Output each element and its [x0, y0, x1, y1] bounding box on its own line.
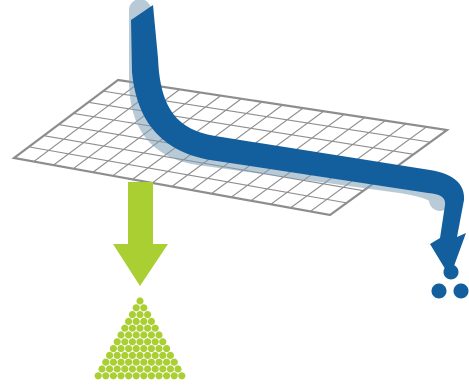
particle-cluster-icon [432, 265, 469, 299]
small-particle [106, 365, 113, 372]
small-particle [140, 318, 147, 325]
small-particle [140, 372, 147, 379]
small-particle [144, 311, 151, 318]
small-particle [140, 304, 147, 311]
small-particle [155, 331, 162, 338]
small-particle [117, 345, 124, 352]
small-particle [167, 365, 174, 372]
small-particle [125, 345, 132, 352]
small-particle [174, 365, 181, 372]
small-particle [144, 352, 151, 359]
small-particle [133, 345, 140, 352]
small-particle [136, 297, 143, 304]
small-particle [155, 372, 162, 379]
small-particle [155, 359, 162, 366]
small-particle [136, 311, 143, 318]
small-particle [163, 359, 170, 366]
small-particle [114, 352, 121, 359]
small-particle [133, 359, 140, 366]
small-particle [136, 352, 143, 359]
small-particle [129, 352, 136, 359]
small-particle [133, 372, 140, 379]
small-particle [159, 338, 166, 345]
small-particle [125, 331, 132, 338]
small-particle [152, 325, 159, 332]
small-particle [144, 325, 151, 332]
small-particle [152, 365, 159, 372]
down-arrow-icon [113, 182, 168, 286]
small-particle [102, 359, 109, 366]
small-particle [155, 345, 162, 352]
small-particle [117, 372, 124, 379]
small-particle [140, 331, 147, 338]
small-particle [163, 372, 170, 379]
small-particle [129, 325, 136, 332]
small-particle [106, 352, 113, 359]
small-particle [95, 372, 102, 379]
small-particle [117, 331, 124, 338]
small-particle [114, 365, 121, 372]
small-particle [159, 365, 166, 372]
small-particle [159, 352, 166, 359]
small-particle [110, 345, 117, 352]
small-particle [110, 372, 117, 379]
small-particle [125, 372, 132, 379]
small-particle [144, 338, 151, 345]
small-particle [163, 345, 170, 352]
large-particle [454, 284, 469, 299]
small-particle [136, 338, 143, 345]
small-particle [121, 365, 128, 372]
particle-pile-icon [95, 297, 186, 379]
small-particle [117, 359, 124, 366]
small-particle [133, 304, 140, 311]
small-particle [148, 318, 155, 325]
small-particle [171, 359, 178, 366]
small-particle [129, 338, 136, 345]
small-particle [129, 365, 136, 372]
small-particle [114, 338, 121, 345]
small-particle [133, 331, 140, 338]
small-particle [98, 365, 105, 372]
small-particle [102, 372, 109, 379]
small-particle [121, 352, 128, 359]
small-particle [121, 338, 128, 345]
small-particle [125, 318, 132, 325]
small-particle [171, 372, 178, 379]
small-particle [133, 318, 140, 325]
small-particle [136, 325, 143, 332]
small-particle [121, 325, 128, 332]
small-particle [152, 338, 159, 345]
small-particle [167, 352, 174, 359]
small-particle [148, 331, 155, 338]
small-particle [148, 372, 155, 379]
small-particle [110, 359, 117, 366]
small-particle [152, 352, 159, 359]
small-particle [148, 359, 155, 366]
small-particle [125, 359, 132, 366]
small-particle [136, 365, 143, 372]
small-particle [129, 311, 136, 318]
large-particle [432, 284, 447, 299]
small-particle [148, 345, 155, 352]
small-particle [178, 372, 185, 379]
small-particle [140, 359, 147, 366]
small-particle [140, 345, 147, 352]
large-particle [444, 265, 459, 280]
small-particle [144, 365, 151, 372]
